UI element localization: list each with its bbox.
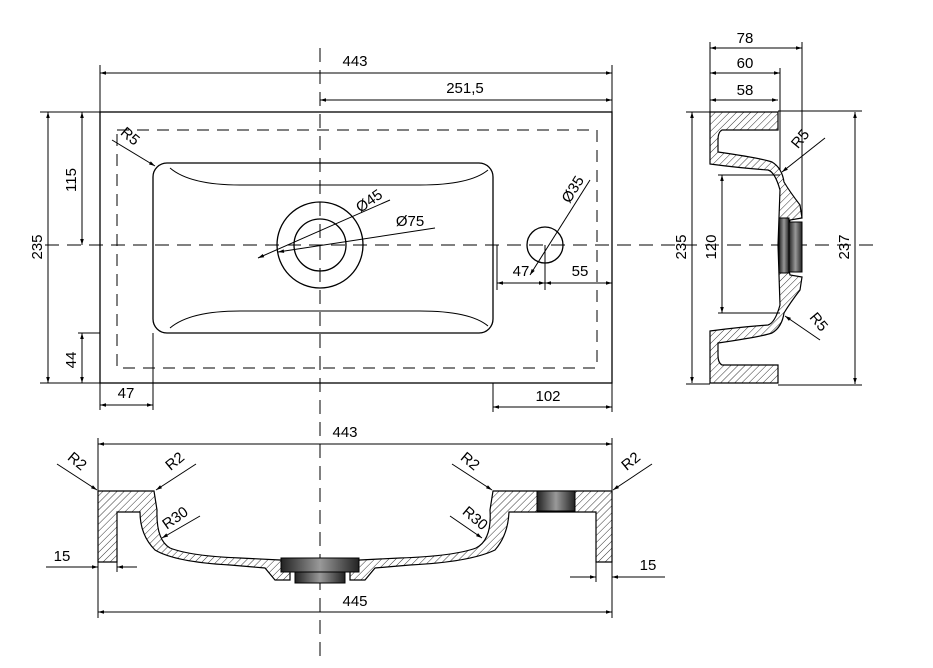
dim-wall-left: 15: [54, 548, 71, 565]
side-drain-insert-2: [788, 221, 803, 273]
dim-left-margin: 47: [118, 385, 135, 402]
bowl-outline: [152, 162, 494, 334]
label-r2-3: R2: [457, 449, 483, 474]
dim-60: 60: [737, 55, 754, 72]
label-side-r5-bottom: R5: [806, 309, 831, 335]
dim-edge-to-center: 115: [63, 168, 80, 192]
dim-78: 78: [737, 30, 754, 47]
section-view: 443 445 15 15 R2 R2 R2 R2 R30 R30: [46, 424, 665, 618]
side-section-top: [709, 111, 803, 246]
dim-front-margin: 44: [63, 352, 80, 369]
side-view: 78 60 58 235 120 237 R5 R5: [673, 30, 862, 386]
dim-side-237: 237: [836, 234, 853, 259]
dim-side-235: 235: [673, 234, 690, 259]
bowl-edge-top: [169, 167, 489, 186]
dim-tap-offset: 47: [513, 263, 530, 280]
label-r2-4: R2: [618, 449, 644, 474]
section-left: [97, 490, 291, 581]
label-r30-left: R30: [159, 503, 191, 533]
section-right: [349, 490, 613, 581]
dim-overall-width: 443: [342, 53, 367, 70]
label-r2-2: R2: [162, 449, 188, 474]
top-view: 443 251,5 235 115 44 47 102 47 55 R5 Ø45…: [29, 53, 613, 412]
label-drain-outer: Ø75: [396, 213, 424, 230]
dim-tap-to-edge: 55: [572, 263, 589, 280]
hidden-outline: [116, 129, 598, 369]
label-r30-right: R30: [459, 503, 491, 534]
dim-right-margin: 102: [535, 388, 560, 405]
dim-center-to-right: 251,5: [446, 80, 484, 97]
dim-58: 58: [737, 82, 754, 99]
dim-wall-right: 15: [640, 557, 657, 574]
drain-inner-circle: [293, 218, 347, 272]
section-tap-hole: [536, 490, 576, 512]
dim-section-445: 445: [342, 593, 367, 610]
basin-outline: [99, 111, 613, 384]
label-side-r5-top: R5: [788, 126, 813, 152]
section-drain-bottom: [294, 571, 346, 584]
dim-overall-depth: 235: [29, 234, 46, 259]
section-drain-top: [280, 557, 360, 573]
side-section-bottom: [709, 244, 803, 384]
side-drain-insert: [778, 217, 790, 274]
bowl-edge-bottom: [169, 310, 489, 329]
label-r2-1: R2: [64, 449, 90, 474]
drain-outer-circle: [276, 201, 364, 289]
label-drain-inner: Ø45: [353, 186, 386, 216]
dim-side-120: 120: [703, 234, 720, 259]
dim-section-443: 443: [332, 424, 357, 441]
